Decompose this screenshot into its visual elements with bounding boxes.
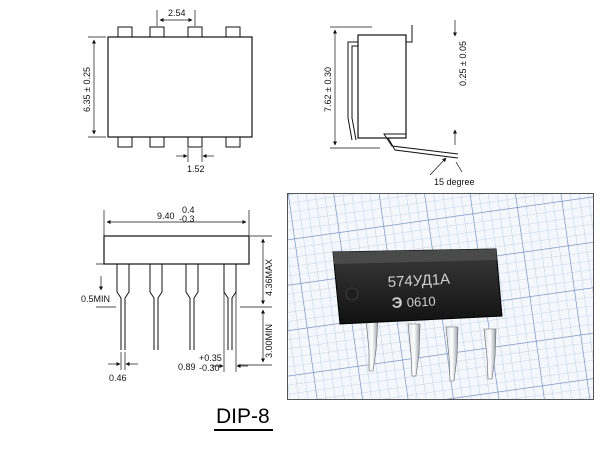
side-view-body [357,34,407,139]
front-view-body [103,235,250,265]
pin-width-label: 1.52 [187,164,205,174]
top-pin [225,26,241,38]
shoulder-tol-minus: -0.30 [199,363,220,373]
front-view: 9.40 0.4 -0.3 0.5MIN 4.36MAX 3.00MIN 0.4… [81,205,274,383]
package-name-label: DIP-8 [214,405,273,431]
length-tol-plus: 0.4 [182,205,195,215]
top-pin [225,136,241,148]
chip-marking-line2: 0610 [406,294,436,310]
top-pin [149,26,165,38]
top-pin [187,26,203,38]
top-pin [117,26,133,38]
seated-height-label: 4.36MAX [264,259,274,296]
lead-width-label: 0.46 [109,373,127,383]
length-label: 9.40 [157,211,175,221]
pitch-label: 2.54 [168,8,186,18]
top-pin [149,136,165,148]
body-width-label: 6.35 ± 0.25 [82,67,92,112]
row-spacing-label: 7.62 ± 0.30 [323,67,333,112]
length-tol-minus: -0.3 [179,214,195,224]
photo-chip-body [332,248,503,325]
top-view: 2.54 6.35 ± 0.25 1.52 [82,8,253,174]
top-pin [187,136,203,148]
shoulder-tol-plus: +0.35 [199,353,222,363]
lead-angle-label: 15 degree [434,177,475,187]
lead-thickness-label: 0.25 ± 0.05 [458,41,468,86]
chip-logo: Э [391,294,403,312]
side-view: 7.62 ± 0.30 0.25 ± 0.05 15 degree [323,20,475,187]
top-pin [117,136,133,148]
standoff-label: 0.5MIN [81,294,110,304]
chip-photo: 574УД1А Э 0610 [287,193,594,400]
chip-marking-line1: 574УД1А [387,271,450,291]
pin1-dot [345,287,359,301]
lead-length-label: 3.00MIN [264,324,274,358]
shoulder-width-label: 0.89 [178,362,196,372]
top-view-body [107,36,253,138]
